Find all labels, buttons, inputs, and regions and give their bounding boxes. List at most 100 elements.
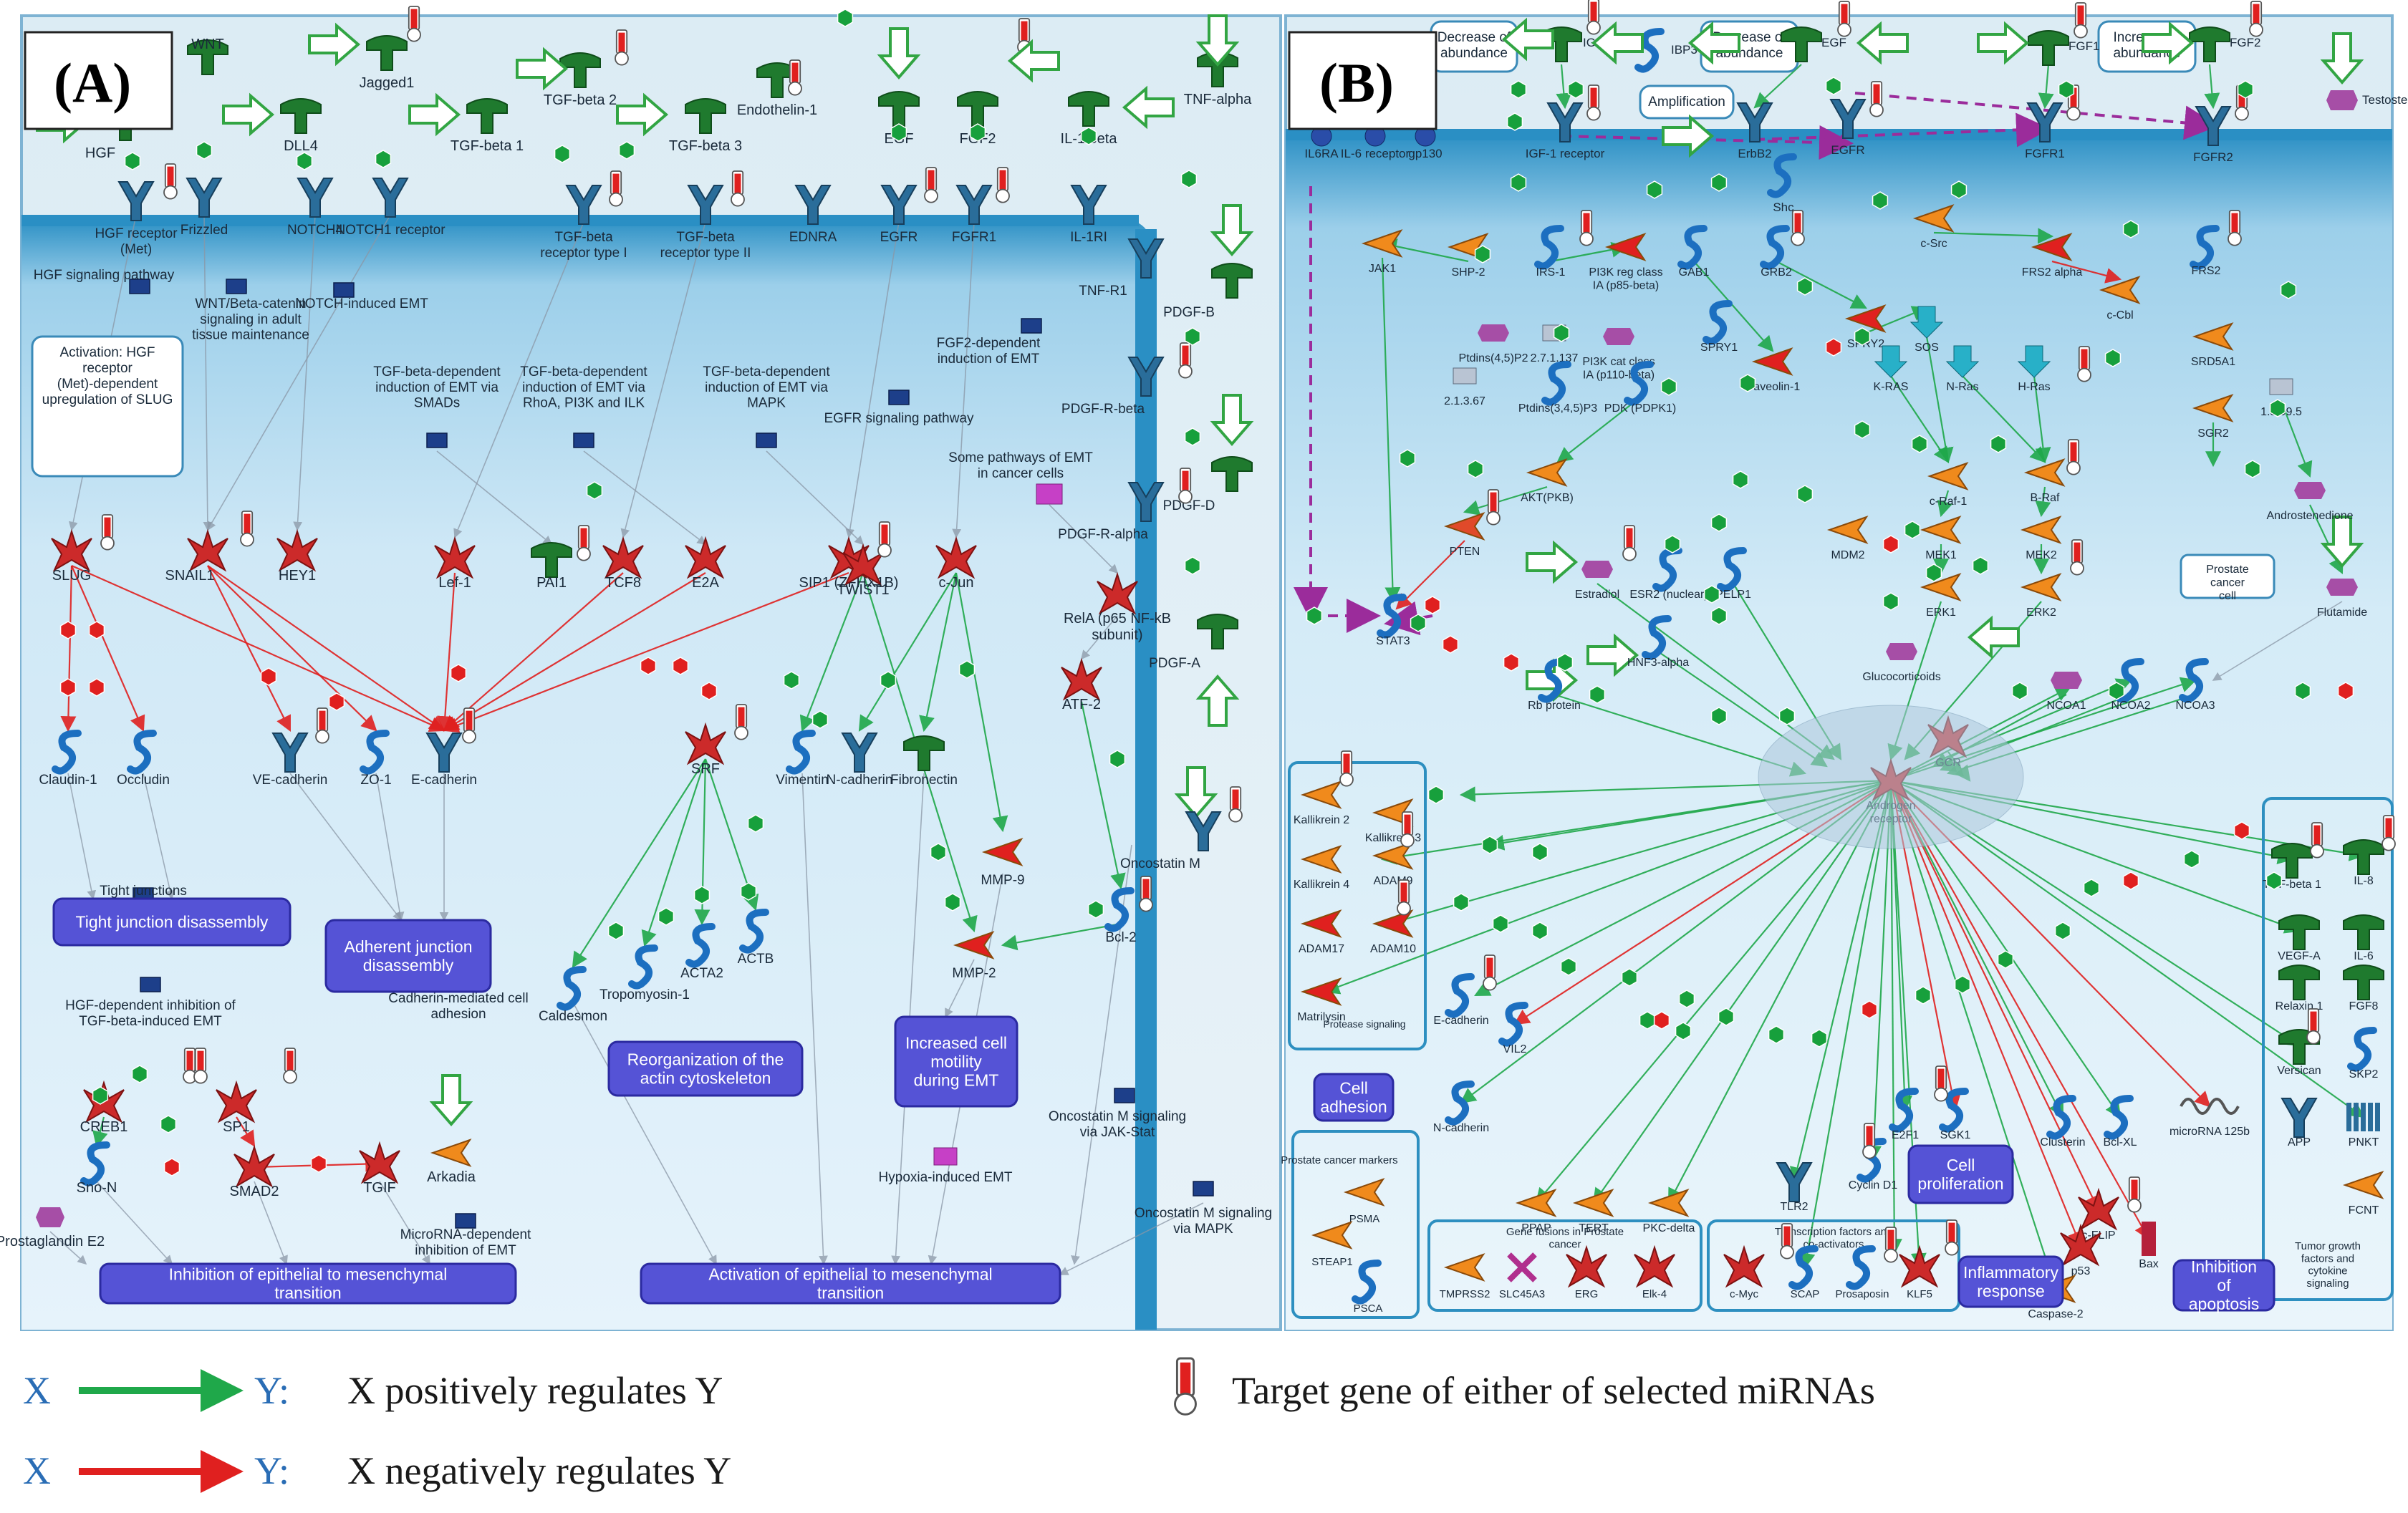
edge-effect-other-icon <box>1911 435 1928 453</box>
protein-rb-protein-icon <box>1538 658 1568 703</box>
label-occludin: Occludin <box>117 773 170 788</box>
mirna-target-icon <box>1934 1065 1948 1102</box>
legend: X Y: X positively regulates Y X Y: X neg… <box>23 1357 1875 1493</box>
label-snail1: SNAIL1 <box>165 568 215 584</box>
label-tgf-beta-1: TGF-beta 1 <box>451 138 524 154</box>
input-arrow-icon <box>1195 14 1240 67</box>
protein-irs-1-icon <box>1534 225 1564 270</box>
regulation-arrow <box>71 564 446 733</box>
edge-effect-other-icon <box>1825 338 1842 357</box>
edge-effect-other-icon <box>2058 80 2075 99</box>
label-il-1ri: IL-1RI <box>1070 230 1107 245</box>
label-fgfr2: FGFR2 <box>2193 150 2233 164</box>
regulation-arrow <box>49 1231 87 1265</box>
process-reorganization-of-the-actin-cytoskeleton <box>607 1040 804 1097</box>
factor-atf-2-icon <box>1061 657 1102 701</box>
label-b-raf: B-Raf <box>2031 492 2060 504</box>
ligand-pdgf-d-icon <box>1211 456 1253 492</box>
pnkt-channel-icon <box>2346 1103 2380 1131</box>
label-microrna-125b: microRNA 125b <box>2169 1126 2250 1138</box>
label-c-src: c-Src <box>1920 238 1947 250</box>
label-frizzled: Frizzled <box>180 223 228 238</box>
input-arrow-icon <box>1856 21 1909 65</box>
receptor-tlr2-icon <box>1776 1162 1813 1202</box>
regulation-arrow <box>289 773 402 922</box>
label-shp-2: SHP-2 <box>1451 266 1485 279</box>
enzyme-adam10-icon <box>1372 909 1414 938</box>
protein-e-cadherin-icon <box>1445 973 1475 1018</box>
label-jagged1: Jagged1 <box>360 75 415 91</box>
receptor-ednra-icon <box>794 185 832 225</box>
edge-effect-other-icon <box>2183 850 2200 869</box>
enzyme-mmp-9-icon <box>981 838 1024 866</box>
regulation-arrow <box>442 571 849 733</box>
edge-effect-other-icon <box>586 481 603 500</box>
regulation-arrow <box>2280 400 2313 478</box>
edge-effect-other-icon <box>131 1065 148 1083</box>
label-bcl-2: Bcl-2 <box>1105 930 1136 945</box>
edge-effect-other-icon <box>450 664 467 682</box>
mirna-target-icon <box>1869 81 1884 117</box>
receptor-tgf-beta-receptor-type-ii-icon <box>687 185 724 225</box>
edge-effect-other-icon <box>92 1086 109 1105</box>
enzyme-psma-icon <box>1343 1178 1385 1207</box>
edge-effect-other-icon <box>310 1154 327 1173</box>
label-vegf-a: VEGF-A <box>2278 950 2321 962</box>
ligand-pai1-icon <box>531 542 572 578</box>
regulation-arrow <box>2038 64 2054 110</box>
label-igf-1-receptor: IGF-1 receptor <box>1526 147 1605 160</box>
label-acta2: ACTA2 <box>680 966 723 981</box>
edge-effect-other-icon <box>1474 245 1491 264</box>
label-scap: SCAP <box>1791 1288 1820 1300</box>
label-hgf-signaling-pathway: HGF signaling pathway <box>34 268 175 283</box>
label-ncoa2: NCOA2 <box>2111 700 2150 712</box>
edge-effect-other-icon <box>1854 327 1871 346</box>
label-tcf8: TCF8 <box>605 575 641 591</box>
edge-effect-other-icon <box>1678 990 1695 1008</box>
enzyme-fcnt-icon <box>2342 1171 2384 1199</box>
process-adherent-junction-disassembly <box>324 919 492 993</box>
edge-effect-other-icon <box>880 671 897 690</box>
small-molecule-testosterone-icon <box>2326 90 2358 110</box>
legend-pos-x: X <box>23 1369 51 1412</box>
mirna-target-icon <box>1400 811 1415 848</box>
ras-sos-icon <box>1909 306 1944 339</box>
edge-effect-other-icon <box>1639 1011 1656 1030</box>
mirna-target-icon <box>731 170 745 207</box>
mirna-target-icon <box>1945 1219 1959 1256</box>
label-e2a: E2A <box>692 575 719 591</box>
edge-effect-other-icon <box>1739 374 1756 392</box>
enzyme-1-3-99-5-icon <box>2269 378 2293 395</box>
edge-effect-other-icon <box>1556 653 1574 672</box>
factor-tcf8-icon <box>602 536 644 579</box>
ligand-relaxin-1-icon <box>2278 965 2320 1000</box>
label-prostaglandin-e2: Prostaglandin E2 <box>0 1234 105 1249</box>
label-flutamide: Flutamide <box>2317 606 2367 619</box>
label-psma: PSMA <box>1349 1213 1380 1225</box>
edge-effect-other-icon <box>1453 893 1470 912</box>
regulation-arrow <box>919 572 958 733</box>
label-ncoa3: NCOA3 <box>2175 700 2215 712</box>
regulation-arrow <box>2033 375 2051 464</box>
edge-effect-other-icon <box>2054 922 2071 940</box>
edge-effect-other-icon <box>1997 950 2014 969</box>
edge-effect-other-icon <box>1954 975 1971 994</box>
regulation-arrow <box>1933 228 2054 244</box>
regulation-arrow <box>572 1002 717 1265</box>
label-egfr: EGFR <box>1831 143 1864 157</box>
mirna-target-icon <box>1486 489 1501 526</box>
regulation-arrow <box>1937 490 1953 518</box>
edge-effect-other-icon <box>260 667 277 686</box>
label-caspase-2: Caspase-2 <box>2028 1308 2083 1320</box>
protein-gab1-icon <box>1677 225 1708 270</box>
regulation-arrow <box>203 214 213 531</box>
receptor-tnf-r1-icon <box>1127 238 1165 279</box>
regulation-arrow <box>858 572 957 732</box>
edge-effect-other-icon <box>1675 1022 1692 1040</box>
pathway-some-pathways-icon <box>1036 483 1063 505</box>
